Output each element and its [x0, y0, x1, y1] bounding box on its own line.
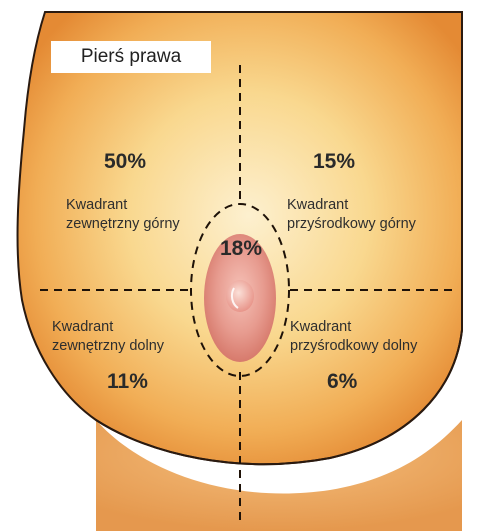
title-label: Pierś prawa [51, 41, 211, 73]
upper-outer-percent: 50% [104, 150, 146, 174]
upper-inner-percent: 15% [313, 150, 355, 174]
upper-outer-label-line2: zewnętrzny górny [66, 215, 180, 234]
lower-outer-percent: 11% [107, 370, 148, 394]
upper-outer-label-line1: Kwadrant [66, 196, 180, 215]
central-percent: 18% [220, 237, 262, 261]
upper-inner-label-line1: Kwadrant [287, 196, 416, 215]
upper-outer-label: Kwadrant zewnętrzny górny [66, 196, 180, 234]
upper-inner-label-line2: przyśrodkowy górny [287, 215, 416, 234]
lower-inner-label: Kwadrant przyśrodkowy dolny [290, 318, 417, 356]
nipple-shape [226, 280, 254, 312]
lower-inner-percent: 6% [327, 370, 357, 394]
lower-outer-label-line2: zewnętrzny dolny [52, 337, 164, 356]
lower-outer-label-line1: Kwadrant [52, 318, 164, 337]
lower-outer-label: Kwadrant zewnętrzny dolny [52, 318, 164, 356]
upper-inner-label: Kwadrant przyśrodkowy górny [287, 196, 416, 234]
lower-inner-label-line1: Kwadrant [290, 318, 417, 337]
lower-inner-label-line2: przyśrodkowy dolny [290, 337, 417, 356]
